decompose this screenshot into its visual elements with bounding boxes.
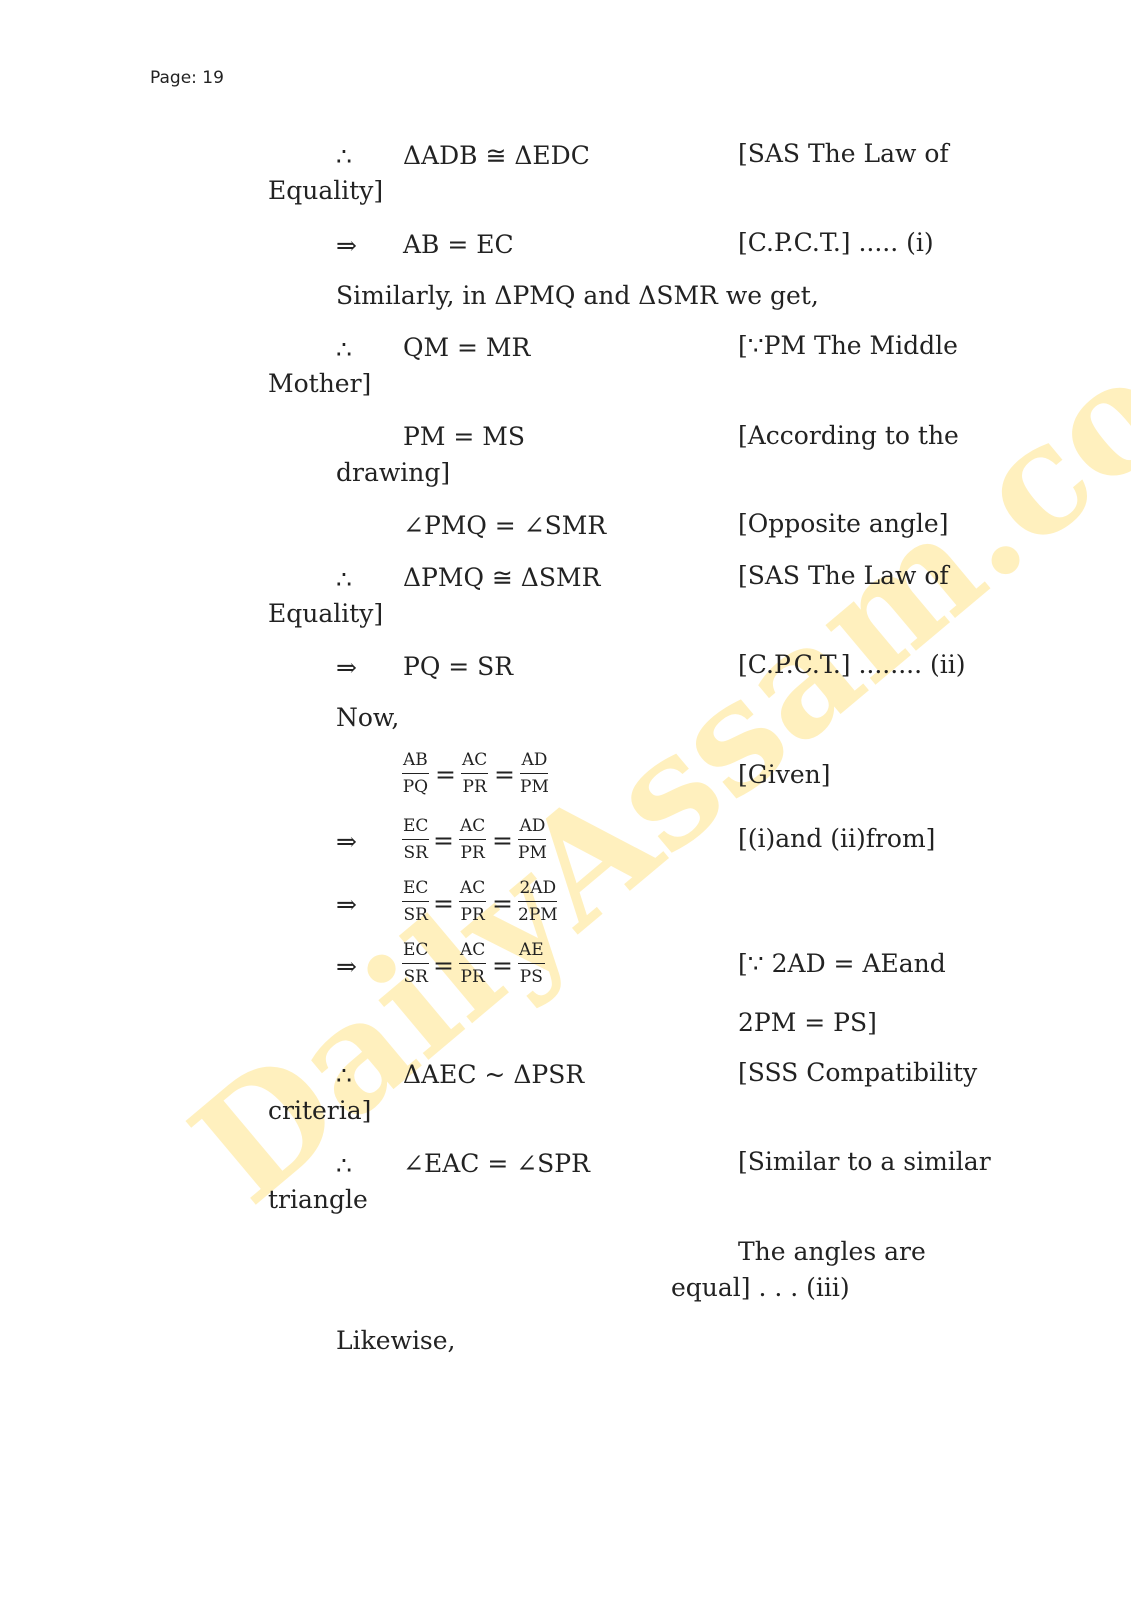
reason-text: [∵ 2AD = AEand [738, 949, 946, 978]
reason-text: [Given] [738, 760, 831, 789]
therefore-symbol: ∴ [336, 335, 352, 364]
fraction: AC PR [459, 880, 487, 925]
fraction: 2AD 2PM [518, 880, 558, 924]
page-number: Page: 19 [150, 68, 224, 88]
denominator: PR [460, 905, 485, 925]
equals-sign: = [435, 760, 456, 789]
fraction: EC SR [402, 942, 430, 987]
reason-text: [Opposite angle] [738, 509, 949, 538]
reason-continuation: Mother] [268, 369, 372, 398]
math-statement: ΔAEC ~ ΔPSR [403, 1060, 585, 1089]
reason-continuation: 2PM = PS] [738, 1008, 877, 1037]
fraction: AC PR [459, 818, 487, 863]
numerator: EC [402, 818, 430, 840]
denominator: PM [518, 843, 547, 863]
denominator: 2PM [518, 905, 558, 925]
numerator: AD [520, 752, 549, 774]
reason-text: [SAS The Law of [738, 561, 949, 590]
reason-text: [(i)and (ii)from] [738, 824, 936, 853]
body-text: Now, [336, 703, 400, 732]
fraction: EC SR [402, 880, 430, 925]
math-statement: AB = EC [403, 230, 514, 259]
numerator: AE [518, 942, 545, 964]
numerator: AC [459, 942, 487, 964]
denominator: PQ [402, 777, 429, 797]
denominator: PR [462, 777, 487, 797]
reason-text: [C.P.C.T.] ........ (ii) [738, 650, 966, 679]
fraction: AD PM [518, 818, 547, 862]
fraction: AE PS [518, 942, 545, 986]
equals-sign: = [433, 889, 454, 918]
equals-sign: = [492, 826, 513, 855]
reason-text: [∵PM The Middle [738, 331, 958, 360]
numerator: AD [518, 818, 547, 840]
fraction: AC PR [459, 942, 487, 987]
reason-text: [According to the [738, 421, 959, 450]
implies-symbol: ⇒ [336, 231, 357, 260]
fraction: AB PQ [402, 752, 429, 796]
implies-symbol: ⇒ [336, 827, 357, 856]
reason-continuation: equal] . . . (iii) [671, 1273, 850, 1302]
fraction: AC PR [461, 752, 489, 797]
therefore-symbol: ∴ [336, 1151, 352, 1180]
body-text: Likewise, [336, 1326, 456, 1355]
math-statement: ΔADB ≅ ΔEDC [403, 141, 590, 170]
reason-continuation: Equality] [268, 599, 384, 628]
denominator: PM [520, 777, 549, 797]
reason-text: [SSS Compatibility [738, 1058, 978, 1087]
math-statement: PM = MS [403, 422, 525, 451]
numerator: AC [459, 880, 487, 902]
numerator: EC [402, 880, 430, 902]
implies-symbol: ⇒ [336, 653, 357, 682]
therefore-symbol: ∴ [336, 142, 352, 171]
denominator: PR [460, 843, 485, 863]
equals-sign: = [492, 951, 513, 980]
equals-sign: = [494, 760, 515, 789]
body-text: Similarly, in ΔPMQ and ΔSMR we get, [336, 281, 819, 310]
math-statement: PQ = SR [403, 652, 514, 681]
denominator: SR [403, 967, 428, 987]
denominator: SR [403, 905, 428, 925]
reason-text: [Similar to a similar [738, 1147, 991, 1176]
reason-text: [SAS The Law of [738, 139, 949, 168]
math-statement: QM = MR [403, 333, 531, 362]
therefore-symbol: ∴ [336, 1061, 352, 1090]
denominator: PS [519, 967, 543, 987]
equals-sign: = [433, 826, 454, 855]
math-statement: ΔPMQ ≅ ΔSMR [403, 563, 601, 592]
fraction: EC SR [402, 818, 430, 863]
reason-continuation: Equality] [268, 176, 384, 205]
fraction: AD PM [520, 752, 549, 796]
therefore-symbol: ∴ [336, 565, 352, 594]
math-statement: ∠EAC = ∠SPR [403, 1149, 590, 1178]
reason-text: The angles are [738, 1237, 926, 1266]
reason-continuation: drawing] [336, 458, 451, 487]
implies-symbol: ⇒ [336, 952, 357, 981]
math-statement: ∠PMQ = ∠SMR [403, 511, 607, 540]
equals-sign: = [492, 889, 513, 918]
equals-sign: = [433, 951, 454, 980]
denominator: PR [460, 967, 485, 987]
numerator: 2AD [518, 880, 558, 902]
reason-text: [C.P.C.T.] ..... (i) [738, 228, 934, 257]
implies-symbol: ⇒ [336, 890, 357, 919]
numerator: AC [461, 752, 489, 774]
denominator: SR [403, 843, 428, 863]
numerator: EC [402, 942, 430, 964]
numerator: AC [459, 818, 487, 840]
reason-continuation: triangle [268, 1185, 368, 1214]
numerator: AB [402, 752, 429, 774]
reason-continuation: criteria] [268, 1096, 372, 1125]
